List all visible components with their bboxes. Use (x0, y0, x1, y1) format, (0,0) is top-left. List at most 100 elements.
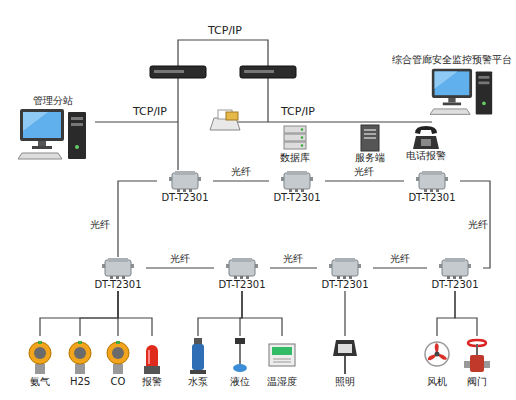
monitor-stand (448, 98, 455, 103)
server-unit (284, 142, 306, 149)
pump-body (192, 344, 204, 370)
node-label: 阀门 (467, 376, 487, 388)
device-wire (242, 291, 282, 336)
device-wire (344, 291, 345, 336)
sensor-face (112, 347, 124, 359)
tcp-ip-link (178, 40, 268, 66)
sensor-case (269, 344, 295, 366)
switch-ports (244, 70, 274, 73)
alarm-base (144, 366, 160, 374)
server-tower (361, 125, 379, 151)
cable-gland (337, 276, 340, 279)
lamp-pole (344, 356, 346, 374)
edge-label: 光纤 (169, 253, 191, 265)
node-label: DT-T2301 (273, 192, 320, 204)
cable-gland (246, 276, 249, 279)
sensor-housing (29, 342, 51, 364)
controller-box (332, 260, 358, 276)
server-slot (364, 133, 376, 135)
fan-ring (425, 342, 449, 366)
controller-box (284, 173, 310, 189)
node-label: 液位 (230, 376, 250, 388)
node-label: DT-T2301 (94, 279, 141, 291)
tcp-ip-link (95, 121, 178, 122)
sensor-led (38, 341, 42, 344)
monitor-base (443, 103, 461, 106)
lamp-head (333, 340, 357, 356)
water-pump: 水泵 (180, 336, 216, 388)
pc-icon (18, 107, 88, 162)
alarm-light: 报警 (134, 336, 170, 388)
edge-label: 光纤 (89, 219, 111, 231)
node-label: DT-T2301 (161, 192, 208, 204)
alarm-dome (146, 345, 158, 366)
sensor-face (74, 347, 86, 359)
gas-icon (103, 336, 133, 376)
cable-gland (110, 276, 113, 279)
gas-sensor: 氨气 (22, 336, 58, 388)
protocol-label: TCP/IP (208, 24, 242, 37)
screen-glare (435, 71, 458, 88)
switch-ports (154, 70, 184, 73)
network-switch (150, 66, 206, 78)
protocol-label: TCP/IP (281, 105, 315, 118)
server-unit (284, 134, 306, 141)
dt-icon (329, 257, 361, 279)
temp-humidity-sensor: 温湿度 (262, 336, 302, 388)
fiber-link (146, 267, 214, 268)
cable-gland (177, 189, 180, 192)
tcp-ip-link (232, 121, 432, 122)
controller-box (229, 260, 255, 276)
drive-bay (71, 123, 83, 126)
sensor-led (116, 341, 120, 344)
device-wire (80, 291, 118, 336)
controller-lid (422, 171, 442, 175)
controller-lid (287, 171, 307, 175)
node-label: 氨气 (30, 376, 50, 388)
drive-bay (478, 76, 489, 79)
gas-icon (25, 336, 55, 376)
pump-head (194, 338, 202, 345)
controller-lid (232, 258, 252, 262)
lighting: 照明 (327, 336, 363, 388)
server-icon (357, 124, 383, 152)
node-label: 服务端 (355, 152, 385, 164)
dt-icon (439, 257, 471, 279)
fiber-link (460, 181, 490, 268)
network-switch (240, 66, 296, 78)
sensor-housing (107, 342, 129, 364)
node-label: 温湿度 (267, 376, 297, 388)
drive-bay (478, 81, 489, 84)
lamp-glass (338, 344, 352, 353)
node-label: 综合管廊安全监控预警平台 (392, 54, 512, 66)
dt-controller: DT-T2301 (157, 170, 213, 204)
tcp-ip-link (177, 78, 178, 170)
dt-icon (281, 170, 313, 192)
sensor-base (75, 364, 85, 374)
power-led (482, 102, 486, 106)
controller-box (419, 173, 445, 189)
controller-lid (108, 258, 128, 262)
monitor-stand (38, 141, 46, 146)
pump-icon (183, 336, 213, 376)
sensor-base (35, 364, 45, 374)
node-label: H2S (70, 376, 90, 388)
sensor-led (78, 341, 82, 344)
printer-folder (226, 112, 238, 120)
sensor-display (272, 347, 292, 355)
pc-tower (68, 112, 86, 159)
level-float (233, 364, 247, 372)
node-label: 数据库 (280, 152, 310, 164)
monitor-base (32, 146, 52, 149)
cable-gland (424, 189, 427, 192)
cable-gland (436, 189, 439, 192)
device-wire (118, 291, 152, 336)
valve-icon (462, 336, 492, 376)
monitor-frame (432, 69, 472, 98)
sensor-housing (69, 342, 91, 364)
level-icon (225, 336, 255, 376)
level-head (235, 338, 245, 344)
gas-sensor: H2S (62, 336, 98, 388)
edge-label: 光纤 (230, 166, 252, 178)
app-server: 服务端 (345, 124, 395, 164)
